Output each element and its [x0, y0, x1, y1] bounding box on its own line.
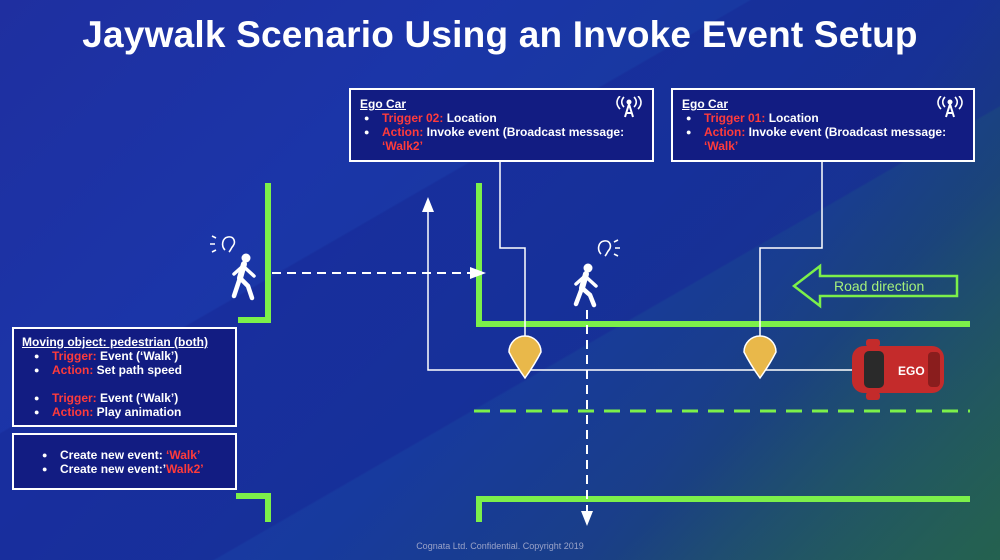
trigger02-box: Ego Car Trigger 02: Location Action: Inv…	[349, 88, 654, 162]
box-heading: Ego Car	[360, 97, 407, 111]
slide-title: Jaywalk Scenario Using an Invoke Event S…	[82, 14, 918, 55]
events-box: Create new event: ‘Walk’ Create new even…	[12, 433, 237, 490]
pedestrian-trigger-1: Trigger: Event (‘Walk’)	[34, 349, 227, 363]
ear-icon	[210, 235, 236, 253]
antenna-icon	[616, 96, 642, 118]
location-marker-icon	[743, 335, 777, 380]
trigger02-action-line: Action: Invoke event (Broadcast message:	[364, 125, 643, 139]
connector-trigger01	[759, 162, 823, 345]
pedestrian-icon	[231, 253, 256, 301]
antenna-icon	[937, 96, 963, 118]
pedestrian-box: Moving object: pedestrian (both) Trigger…	[12, 327, 237, 427]
location-marker-icon	[508, 335, 542, 380]
pedestrian-icon	[573, 263, 598, 308]
left-curb-bottom	[236, 493, 271, 522]
trigger02-message: ‘Walk2’	[382, 139, 423, 153]
trigger01-line: Trigger 01: Location	[686, 111, 964, 125]
ego-path-arrowhead	[422, 197, 434, 212]
create-event-walk2: Create new event:’Walk2’	[42, 462, 227, 476]
create-event-walk: Create new event: ‘Walk’	[42, 448, 227, 462]
right-curb-bottom	[476, 496, 970, 522]
cross-arrowhead	[581, 511, 593, 526]
pedestrian-action-2: Action: Play animation	[34, 405, 227, 419]
ear-icon	[597, 239, 620, 257]
connector-trigger02	[499, 162, 526, 345]
arrow-left-icon	[791, 263, 959, 309]
box-heading: Moving object: pedestrian (both)	[22, 335, 208, 349]
trigger01-box: Ego Car Trigger 01: Location Action: Inv…	[671, 88, 975, 162]
car-icon: EGO	[852, 339, 944, 400]
pedestrian-action-1: Action: Set path speed	[34, 363, 227, 377]
walk-arrowhead	[470, 267, 486, 279]
pedestrian-trigger-2: Trigger: Event (‘Walk’)	[34, 391, 227, 405]
ego-label: EGO	[898, 364, 925, 378]
ego-path	[427, 210, 855, 371]
right-curb-top	[476, 183, 970, 327]
road-direction-label: Road direction	[834, 278, 925, 294]
footer-copyright: Cognata Ltd. Confidential. Copyright 201…	[416, 541, 584, 551]
left-curb-top	[238, 183, 271, 323]
trigger01-message: ‘Walk’	[704, 139, 739, 153]
trigger02-line: Trigger 02: Location	[364, 111, 643, 125]
trigger01-action-line: Action: Invoke event (Broadcast message:	[686, 125, 964, 139]
box-heading: Ego Car	[682, 97, 729, 111]
